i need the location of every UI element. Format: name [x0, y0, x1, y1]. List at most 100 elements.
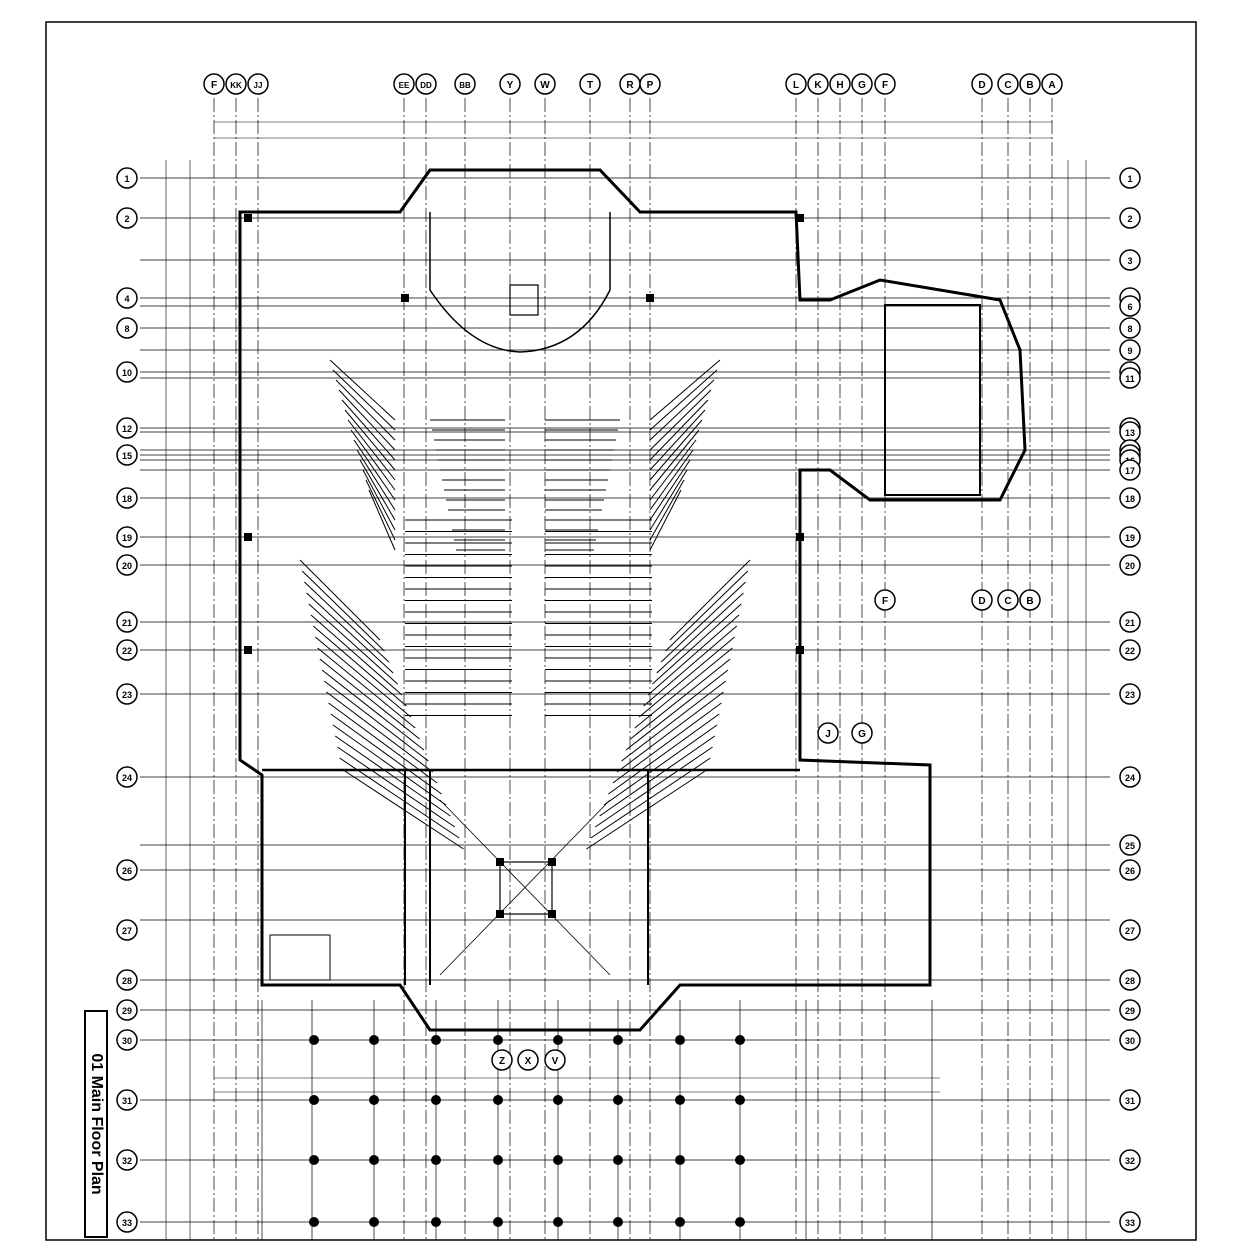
- grid-bubble: [116, 859, 138, 881]
- grid-bubble-label: 3: [1127, 256, 1132, 266]
- column: [548, 910, 556, 918]
- pew: [586, 768, 709, 850]
- column: [431, 1155, 441, 1165]
- grid-bubble-label: 33: [122, 1218, 132, 1228]
- pew: [356, 449, 396, 511]
- pew: [603, 724, 718, 806]
- grid-bubble-label: P: [647, 80, 654, 91]
- pew: [368, 489, 396, 551]
- column: [401, 294, 409, 302]
- grid-bubble-label: 19: [1125, 533, 1135, 543]
- grid-bubble: [116, 287, 138, 309]
- grid-bubble-label: 26: [1125, 866, 1135, 876]
- pew: [304, 581, 390, 663]
- grid-bubble-label: K: [814, 80, 822, 91]
- pew: [310, 614, 403, 696]
- grid-bubble: [393, 73, 415, 95]
- grid-bubble: [1119, 834, 1141, 856]
- column: [613, 1217, 623, 1227]
- grid-bubble-label: Y: [507, 80, 514, 91]
- column: [735, 1217, 745, 1227]
- pew: [306, 592, 394, 674]
- grid-bubble: [116, 1149, 138, 1171]
- grid-bubble: [544, 1049, 566, 1071]
- column: [675, 1035, 685, 1045]
- grid-bubble-label: 19: [122, 533, 132, 543]
- grid-bubble: [1119, 1029, 1141, 1051]
- grid-bubble: [1119, 207, 1141, 229]
- pew: [362, 469, 396, 531]
- pew: [335, 379, 396, 441]
- grid-bubble: [116, 554, 138, 576]
- grid-bubble: [997, 73, 1019, 95]
- grid-bubble: [1119, 249, 1141, 271]
- grid-bubble: [1119, 339, 1141, 361]
- grid-bubble: [116, 1089, 138, 1111]
- pew: [649, 469, 688, 531]
- grid-bubble-label: 9: [1127, 346, 1132, 356]
- column: [496, 910, 504, 918]
- grid-bubble: [1119, 1149, 1141, 1171]
- grid-bubble: [1119, 766, 1141, 788]
- grid-bubble: [116, 361, 138, 383]
- pew: [652, 603, 742, 685]
- grid-bubble: [997, 589, 1019, 611]
- pew: [649, 479, 685, 541]
- grid-bubble-label: 24: [122, 773, 132, 783]
- grid-bubble-label: 1: [124, 174, 129, 184]
- pew: [339, 757, 460, 839]
- grid-bubble-label: V: [552, 1056, 559, 1067]
- pew: [594, 746, 713, 828]
- pew: [649, 389, 712, 451]
- grid-bubble-label: 31: [122, 1096, 132, 1106]
- grid-bubble: [517, 1049, 539, 1071]
- grid-bubble-label: 23: [122, 690, 132, 700]
- column: [493, 1155, 503, 1165]
- grid-bubble-label: Z: [499, 1056, 505, 1067]
- pew: [337, 746, 456, 828]
- grid-bubble: [1119, 999, 1141, 1021]
- grid-bubble: [116, 444, 138, 466]
- pew: [359, 459, 396, 521]
- grid-bubble: [639, 73, 661, 95]
- grid-bubble-label: J: [825, 729, 831, 740]
- pew: [301, 570, 385, 652]
- pew: [625, 669, 729, 751]
- grid-bubble-label: DD: [420, 81, 432, 90]
- pew: [326, 691, 434, 773]
- narthex-skylight: [499, 861, 553, 915]
- grid-bubble-label: G: [858, 80, 866, 91]
- column: [496, 858, 504, 866]
- grid-bubble-label: F: [211, 80, 217, 91]
- drawing-title-block: 01 Main Floor Plan: [84, 1010, 108, 1238]
- grid-bubble-label: D: [978, 80, 985, 91]
- pew: [317, 647, 416, 729]
- grid-bubble: [116, 167, 138, 189]
- pew: [328, 702, 438, 784]
- pew: [649, 419, 703, 481]
- grid-bubble: [116, 207, 138, 229]
- pew: [590, 757, 711, 839]
- pew: [315, 636, 412, 718]
- grid-bubble-label: 18: [1125, 494, 1135, 504]
- grid-bubble: [1041, 73, 1063, 95]
- grid-bubble-label: 8: [1127, 324, 1132, 334]
- column: [309, 1035, 319, 1045]
- pew: [630, 658, 731, 740]
- pew: [647, 614, 740, 696]
- grid-bubble-label: G: [858, 729, 866, 740]
- grid-bubble-label: B: [1026, 80, 1033, 91]
- column: [431, 1035, 441, 1045]
- column: [675, 1217, 685, 1227]
- pew: [599, 735, 716, 817]
- grid-bubble-label: C: [1004, 596, 1011, 607]
- column: [493, 1095, 503, 1105]
- grid-bubble: [116, 317, 138, 339]
- pew: [616, 691, 724, 773]
- grid-bubble: [116, 639, 138, 661]
- column: [735, 1155, 745, 1165]
- column: [735, 1035, 745, 1045]
- column: [675, 1095, 685, 1105]
- column: [613, 1035, 623, 1045]
